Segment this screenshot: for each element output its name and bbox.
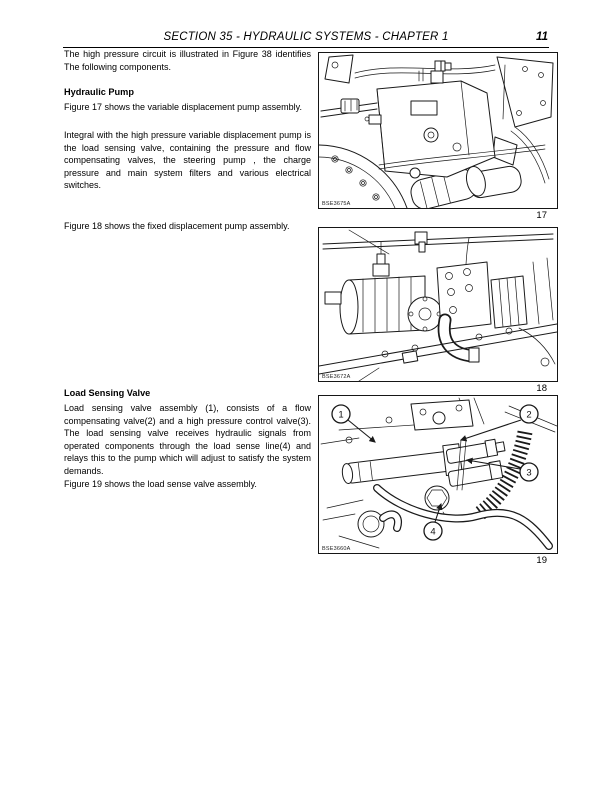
- load-sensing-valve-heading: Load Sensing Valve: [64, 388, 151, 398]
- callout-4: 4: [423, 521, 443, 541]
- hydraulic-pump-paragraph-2: Integral with the high pressure variable…: [64, 130, 311, 191]
- figure-17-caption: BSE3675A: [322, 201, 351, 207]
- load-sensing-valve-illustration: 1 2 3 4: [320, 397, 557, 550]
- load-sensing-valve-paragraph-1: Load sensing valve assembly (1), consist…: [64, 403, 311, 476]
- load-sensing-valve-paragraph-2: Figure 19 shows the load sense valve ass…: [64, 479, 257, 489]
- hydraulic-pump-paragraph-1: Figure 17 shows the variable displacemen…: [64, 102, 302, 112]
- figure-17-number: 17: [536, 210, 547, 221]
- variable-displacement-pump-illustration: [319, 54, 554, 208]
- figure-19-image: 1 2 3 4 BSE3660A: [318, 395, 558, 554]
- hydraulic-pump-heading: Hydraulic Pump: [64, 87, 134, 97]
- page-header: SECTION 35 - HYDRAULIC SYSTEMS - CHAPTER…: [63, 31, 549, 48]
- figure-18-number: 18: [536, 383, 547, 394]
- section-title: SECTION 35 - HYDRAULIC SYSTEMS - CHAPTER…: [163, 31, 449, 43]
- page-number: 11: [536, 31, 548, 43]
- fixed-displacement-pump-illustration: [319, 229, 557, 381]
- callout-3: 3: [519, 462, 539, 482]
- figure-18-caption: BSE3672A: [322, 374, 351, 380]
- callout-4-label: 4: [430, 527, 435, 538]
- callout-1-label: 1: [338, 410, 343, 421]
- figure-17-image: BSE3675A: [318, 52, 558, 209]
- figure-19-number: 19: [536, 555, 547, 566]
- figure-18-image: BSE3672A: [318, 227, 558, 382]
- callout-2-label: 2: [526, 410, 531, 421]
- intro-paragraph: The high pressure circuit is illustrated…: [64, 49, 311, 72]
- callout-2: 2: [519, 404, 539, 424]
- callout-3-label: 3: [526, 468, 531, 479]
- callout-1: 1: [331, 404, 351, 424]
- figure-19-caption: BSE3660A: [322, 546, 351, 552]
- hydraulic-pump-paragraph-3: Figure 18 shows the fixed displacement p…: [64, 221, 290, 231]
